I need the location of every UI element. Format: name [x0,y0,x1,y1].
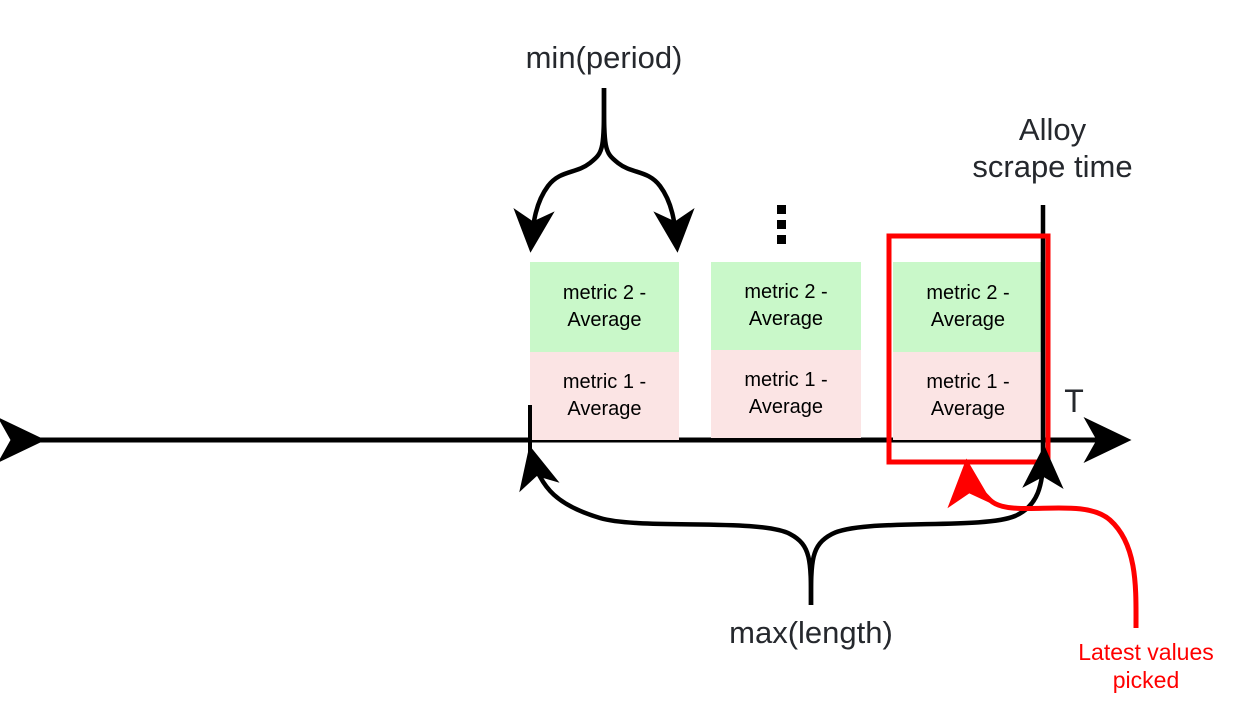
time-axis-label: T [1064,383,1084,419]
bucket-2-metric1-text: metric 1 - Average [744,369,828,418]
max-length-brace-right [808,445,1064,606]
alloy-scrape-time-label: Alloy scrape time [972,112,1133,184]
bucket-2-metric1-band [711,350,861,438]
bucket-3-metric1-text: metric 1 - Average [926,371,1010,420]
bucket-3-bands [893,262,1043,440]
max-length-brace-left [519,445,814,606]
bucket-2-metric2-band [711,262,861,350]
bucket-1-bands [530,262,679,440]
min-period-label: min(period) [525,40,683,75]
bucket-2-metric2-text: metric 2 - Average [744,281,828,330]
bucket-3-metric2-text: metric 2 - Average [926,282,1010,331]
latest-values-picked-label: Latest values picked [1078,639,1214,694]
min-period-brace-right [601,87,695,253]
bucket-1-metric1-text: metric 1 - Average [562,371,647,420]
max-length-label: max(length) [729,615,893,650]
bucket-3-metric2-band [893,262,1043,352]
bucket-1-metric2-text: metric 2 - Average [562,282,647,331]
latest-values-pointer-arrow [947,458,1139,629]
bucket-1-metric1-band [530,352,679,440]
max-length-brace [519,445,1064,606]
bucket-3-metric1-band [893,352,1043,440]
bucket-1-metric2-band [530,262,679,352]
ellipsis-icon [777,205,786,244]
min-period-brace [513,87,695,253]
bucket-2-bands [711,262,861,438]
min-period-brace-left [513,87,607,253]
